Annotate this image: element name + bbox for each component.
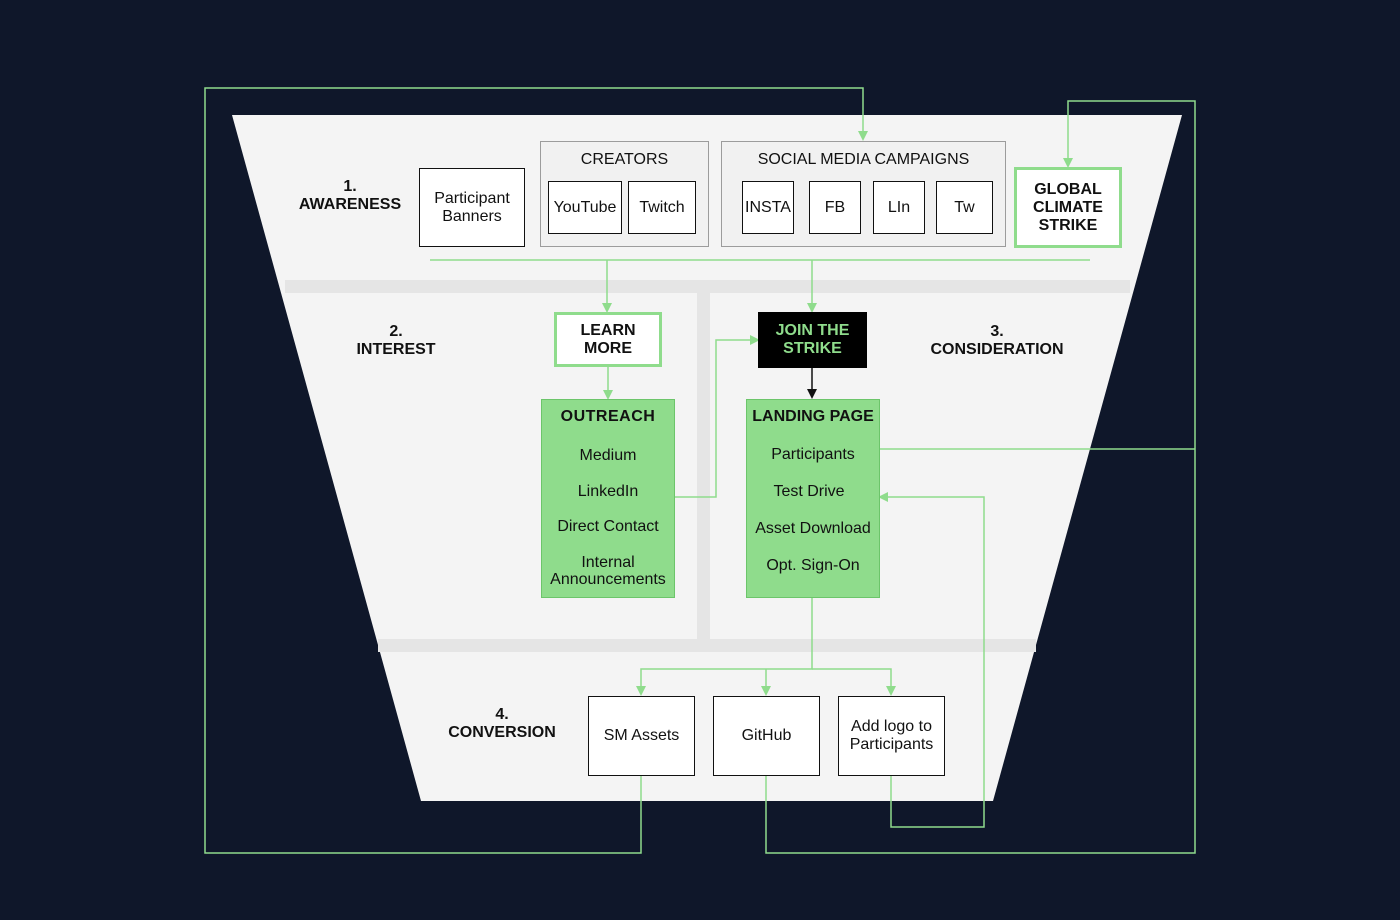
stage-name: CONVERSION — [448, 724, 556, 741]
stage-number: 2. — [389, 323, 403, 340]
stage-name: CONSIDERATION — [930, 341, 1064, 358]
stage-number: 3. — [990, 323, 1004, 340]
stage-label-interest: 2. INTEREST — [336, 323, 456, 359]
outreach-item-linkedin[interactable]: LinkedIn — [577, 483, 639, 500]
landing-page-title: LANDING PAGE — [752, 408, 874, 425]
divider-interest-consideration — [697, 293, 710, 639]
stage-number: 1. — [343, 178, 357, 195]
loop-github-to-strike — [765, 100, 1196, 854]
divider-awareness-interest — [285, 280, 1130, 293]
global-climate-strike-box[interactable]: GLOBAL CLIMATE STRIKE — [1014, 167, 1122, 248]
divider-consideration-conversion — [378, 639, 1036, 652]
fb-box[interactable]: FB — [809, 181, 861, 234]
landing-page-box: LANDING PAGE Participants Test Drive Ass… — [746, 399, 880, 598]
outreach-item-internal-announcements[interactable]: Internal Announcements — [550, 554, 666, 588]
outreach-title: OUTREACH — [560, 408, 656, 425]
youtube-box[interactable]: YouTube — [548, 181, 622, 234]
stage-label-conversion: 4. CONVERSION — [437, 706, 567, 742]
landing-item-participants[interactable]: Participants — [771, 446, 855, 463]
connector-landing-to-conversion — [636, 597, 813, 696]
linkedin-box[interactable]: LIn — [873, 181, 925, 234]
outreach-item-medium[interactable]: Medium — [579, 447, 637, 464]
outreach-item-direct-contact[interactable]: Direct Contact — [557, 518, 659, 535]
stage-name: AWARENESS — [298, 196, 402, 213]
loop-add-logo-to-test-drive — [878, 492, 985, 828]
participant-banners-box[interactable]: Participant Banners — [419, 168, 525, 247]
learn-more-box[interactable]: LEARN MORE — [554, 312, 662, 367]
stage-label-awareness: 1. AWARENESS — [290, 178, 410, 214]
landing-item-opt-sign-on[interactable]: Opt. Sign-On — [766, 557, 860, 574]
landing-item-test-drive[interactable]: Test Drive — [773, 483, 845, 500]
landing-item-asset-download[interactable]: Asset Download — [755, 520, 871, 537]
creators-title: CREATORS — [580, 151, 669, 168]
stage-number: 4. — [495, 706, 509, 723]
stage-name: INTEREST — [356, 341, 436, 358]
twitter-box[interactable]: Tw — [936, 181, 993, 234]
stage-label-consideration: 3. CONSIDERATION — [917, 323, 1077, 359]
social-media-title: SOCIAL MEDIA CAMPAIGNS — [757, 151, 970, 168]
github-box[interactable]: GitHub — [713, 696, 820, 776]
connector-to-add-logo — [812, 668, 896, 696]
join-the-strike-button[interactable]: JOIN THE STRIKE — [758, 312, 867, 368]
connector-outreach-to-join — [675, 335, 760, 498]
insta-box[interactable]: INSTA — [742, 181, 794, 234]
sm-assets-box[interactable]: SM Assets — [588, 696, 695, 776]
outreach-box: OUTREACH Medium LinkedIn Direct Contact … — [541, 399, 675, 598]
loop-sm-assets-to-social — [204, 87, 868, 854]
twitch-box[interactable]: Twitch — [628, 181, 696, 234]
add-logo-box[interactable]: Add logo to Participants — [838, 696, 945, 776]
